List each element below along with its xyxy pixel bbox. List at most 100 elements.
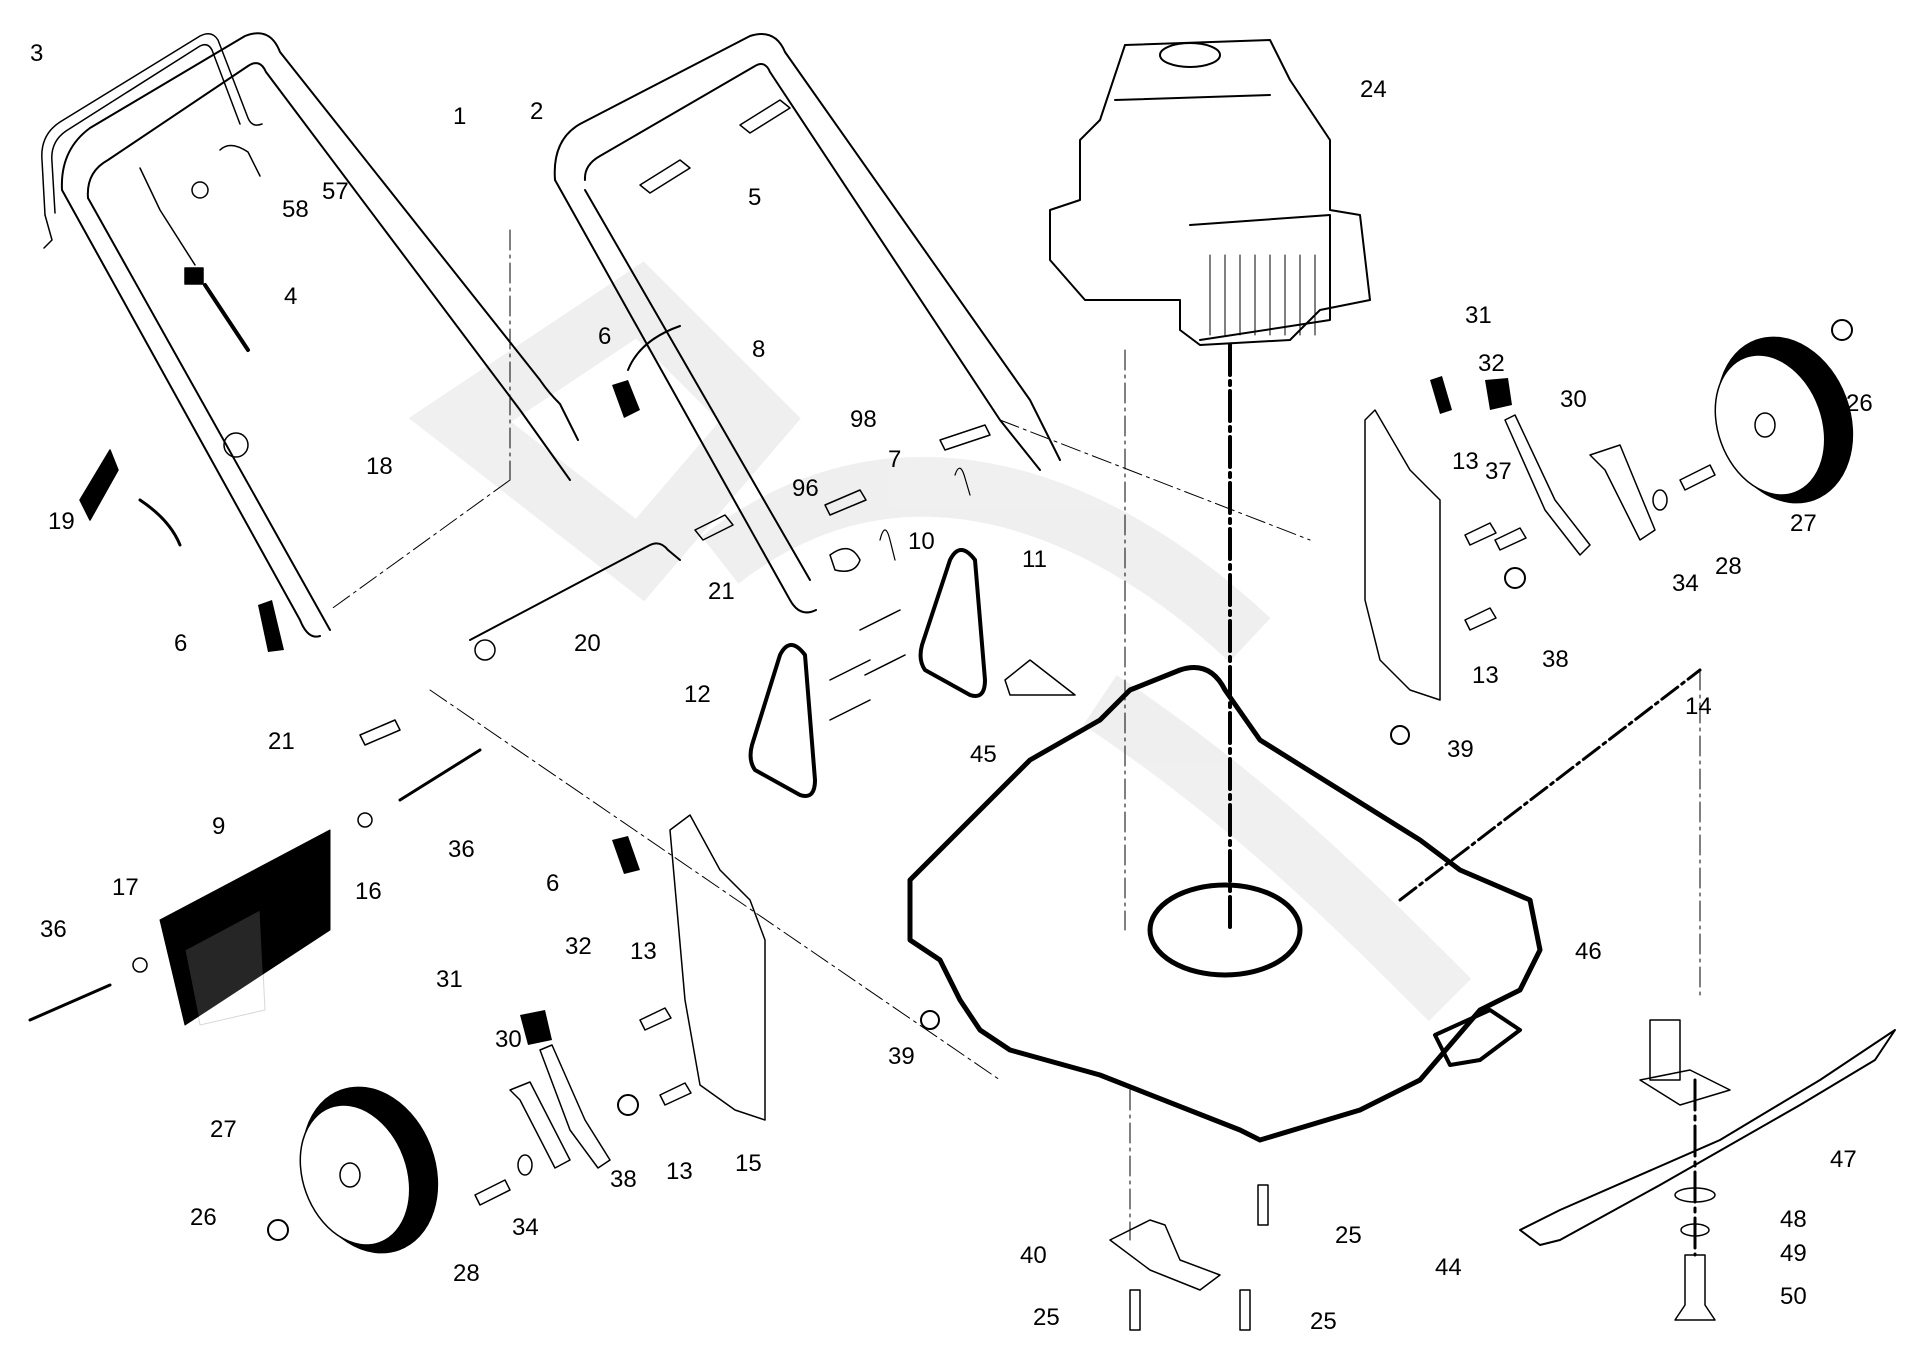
part-39-nut — [920, 1010, 940, 1030]
callout-label[interactable]: 28 — [1715, 553, 1742, 580]
callout-label[interactable]: 4 — [284, 283, 298, 310]
callout-label[interactable]: 57 — [322, 178, 349, 205]
callout-label[interactable]: 36 — [448, 836, 475, 863]
callout-label[interactable]: 50 — [1780, 1283, 1807, 1310]
part-20-axle-rod — [469, 542, 681, 641]
callout-label[interactable]: 1 — [453, 103, 467, 130]
part-27-wheel — [299, 1086, 439, 1254]
callout-label[interactable]: 36 — [40, 916, 67, 943]
callout-label[interactable]: 12 — [684, 681, 711, 708]
callout-label[interactable]: 6 — [174, 630, 188, 657]
part-32-lever — [539, 1044, 611, 1169]
part-14-bracket — [1364, 409, 1441, 701]
callout-label[interactable]: 58 — [282, 196, 309, 223]
part-24-engine — [1049, 39, 1371, 346]
part-44-deck — [907, 665, 1543, 1143]
part-18-nut — [223, 432, 249, 458]
callout-label[interactable]: 13 — [1472, 662, 1499, 689]
callout-label[interactable]: 27 — [210, 1116, 237, 1143]
part-50-bolt — [1674, 1254, 1716, 1321]
part-34-washer — [517, 1154, 533, 1176]
callout-label[interactable]: 8 — [752, 336, 766, 363]
callout-label[interactable]: 13 — [666, 1158, 693, 1185]
part-36-rod — [28, 983, 112, 1022]
callout-label[interactable]: 15 — [735, 1150, 762, 1177]
callout-label[interactable]: 24 — [1360, 76, 1387, 103]
part-17-spring — [132, 957, 148, 973]
part-28-bolt — [474, 1179, 511, 1206]
callout-label[interactable]: 16 — [355, 878, 382, 905]
callout-label[interactable]: 28 — [453, 1260, 480, 1287]
part-3-control-bail — [41, 33, 263, 249]
part-31-grip — [1485, 378, 1512, 410]
callout-label[interactable]: 34 — [512, 1214, 539, 1241]
callout-label[interactable]: 19 — [48, 508, 75, 535]
callout-label[interactable]: 30 — [495, 1026, 522, 1053]
part-98-bolt — [824, 489, 867, 516]
part-98-bolt — [939, 424, 991, 451]
callout-label[interactable]: 25 — [1033, 1304, 1060, 1331]
callout-label[interactable]: 32 — [565, 933, 592, 960]
callout-label[interactable]: 13 — [1452, 448, 1479, 475]
callout-label[interactable]: 38 — [610, 1166, 637, 1193]
callout-label[interactable]: 26 — [1846, 390, 1873, 417]
callout-label[interactable]: 26 — [190, 1204, 217, 1231]
callout-label[interactable]: 30 — [1560, 386, 1587, 413]
part-40-bracket — [1109, 1219, 1221, 1291]
watermark — [408, 261, 1472, 1022]
callout-label[interactable]: 21 — [708, 578, 735, 605]
callout-label[interactable]: 34 — [1672, 570, 1699, 597]
callout-label[interactable]: 25 — [1335, 1222, 1362, 1249]
callout-label[interactable]: 44 — [1435, 1254, 1462, 1281]
callout-label[interactable]: 11 — [1022, 546, 1047, 573]
callout-label[interactable]: 10 — [908, 528, 935, 555]
callout-label[interactable]: 32 — [1478, 350, 1505, 377]
callout-label[interactable]: 38 — [1542, 646, 1569, 673]
callout-label[interactable]: 47 — [1830, 1146, 1857, 1173]
callout-label[interactable]: 37 — [1485, 458, 1512, 485]
part-25-bolt — [1239, 1289, 1251, 1331]
callout-label[interactable]: 31 — [1465, 302, 1492, 329]
part-27-wheel — [1714, 336, 1854, 504]
part-13-bolt — [1464, 607, 1497, 631]
deck-opening — [1147, 882, 1303, 978]
callout-label[interactable]: 3 — [30, 40, 44, 67]
callout-label[interactable]: 21 — [268, 728, 295, 755]
part-13-bolt — [639, 1007, 672, 1031]
callout-label[interactable]: 27 — [1790, 510, 1817, 537]
callout-label[interactable]: 14 — [1685, 693, 1712, 720]
callout-label[interactable]: 6 — [546, 870, 560, 897]
callout-label[interactable]: 45 — [970, 741, 997, 768]
callout-label[interactable]: 98 — [850, 406, 877, 433]
callout-label[interactable]: 9 — [212, 813, 226, 840]
callout-label[interactable]: 49 — [1780, 1240, 1807, 1267]
part-26-nut — [267, 1219, 289, 1241]
callout-label[interactable]: 48 — [1780, 1206, 1807, 1233]
part-36-rod — [398, 748, 482, 802]
callout-label[interactable]: 39 — [1447, 736, 1474, 763]
callout-label[interactable]: 31 — [436, 966, 463, 993]
callout-label[interactable]: 39 — [888, 1043, 915, 1070]
callout-label[interactable]: 17 — [112, 874, 139, 901]
callout-label[interactable]: 2 — [530, 98, 544, 125]
part-19-starter-guide — [79, 449, 182, 547]
callout-label[interactable]: 7 — [888, 446, 902, 473]
callout-label[interactable]: 46 — [1575, 938, 1602, 965]
part-25-bolt — [1257, 1184, 1269, 1226]
part-58-screw — [191, 181, 209, 199]
part-5-bolts — [639, 99, 791, 194]
part-96-clamp — [829, 547, 861, 572]
callout-label[interactable]: 18 — [366, 453, 393, 480]
callout-label[interactable]: 40 — [1020, 1242, 1047, 1269]
callout-label[interactable]: 6 — [598, 323, 612, 350]
callout-label[interactable]: 25 — [1310, 1308, 1337, 1335]
guide-lines — [329, 229, 1702, 1241]
callout-label[interactable]: 20 — [574, 630, 601, 657]
deck-chute — [1433, 1008, 1522, 1067]
callout-label[interactable]: 5 — [748, 184, 762, 211]
part-21-bolt — [694, 514, 734, 541]
callout-label[interactable]: 13 — [630, 938, 657, 965]
part-4-cable-guide — [139, 167, 250, 352]
callout-label[interactable]: 96 — [792, 475, 819, 502]
